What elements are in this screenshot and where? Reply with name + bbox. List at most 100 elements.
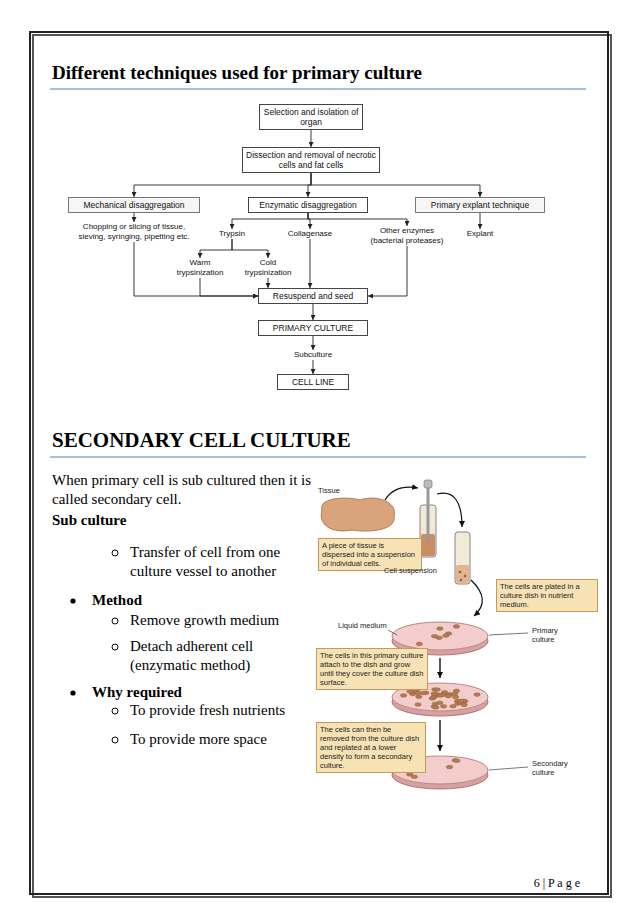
- node-text: CELL LINE: [281, 377, 345, 387]
- bullet-circle: [112, 644, 118, 650]
- leader-line: [489, 633, 528, 635]
- flow-arrow: [134, 242, 258, 296]
- step-text: Other enzymes (bacterial proteases): [364, 226, 450, 246]
- cell: [450, 704, 456, 708]
- node-text: Resuspend and seed: [262, 291, 364, 301]
- cell: [434, 688, 440, 692]
- leader-line: [489, 767, 528, 770]
- cell: [437, 627, 443, 631]
- node-text: Cold trypsinization: [240, 258, 296, 278]
- callout-box: The cells are plated in a culture dish i…: [496, 579, 598, 612]
- cell: [443, 634, 449, 638]
- node-text: Trypsin: [219, 229, 245, 239]
- flow-arrow: [311, 173, 480, 197]
- node-text: Primary explant technique: [419, 200, 541, 210]
- process-box: CELL LINE: [277, 374, 349, 390]
- leader-line: [388, 630, 397, 635]
- bullet-dot: [70, 690, 75, 695]
- bullet-text: Remove growth medium: [130, 611, 310, 630]
- flow-arrow: [313, 336, 314, 350]
- step-text: Explant: [466, 229, 495, 239]
- bullet-circle: [112, 550, 118, 556]
- figure-label: Cell suspension: [384, 566, 437, 575]
- node-text: The cells in this primary culture attach…: [320, 651, 424, 687]
- body-text: When primary cell is sub cultured then i…: [52, 471, 314, 509]
- flow-arrow: [368, 246, 407, 296]
- flow-arrow: [232, 239, 268, 258]
- figure-label: Primary culture: [532, 626, 574, 644]
- page-number: 6 | P a g e: [534, 876, 580, 890]
- step-text: Subculture: [293, 350, 333, 360]
- bullet-circle: [112, 708, 118, 714]
- flow-arrow: [313, 304, 314, 320]
- bullet-dot: [70, 598, 75, 603]
- step-text: Chopping or slicing of tissue, sieving, …: [69, 222, 199, 242]
- flow-arrow: [310, 239, 311, 288]
- test-tube: [455, 532, 470, 584]
- flow-arrow: [200, 278, 258, 296]
- cell: [459, 571, 462, 574]
- process-box: Resuspend and seed: [258, 288, 368, 304]
- bullet-text: To provide more space: [130, 730, 310, 749]
- cells: [400, 688, 480, 710]
- node-text: Chopping or slicing of tissue, sieving, …: [70, 222, 198, 242]
- bullet-text: Transfer of cell from one culture vessel…: [130, 543, 298, 581]
- bullet-heading: Sub culture: [52, 511, 126, 530]
- step-text: Collagenase: [287, 229, 333, 239]
- figure-label: Tissue: [318, 486, 340, 495]
- step-text: Cold trypsinization: [239, 258, 297, 278]
- callout-box: The cells can then be removed from the c…: [316, 722, 426, 773]
- node-text: PRIMARY CULTURE: [262, 323, 364, 333]
- bullet-circle: [112, 618, 118, 624]
- flow-arrow: [134, 213, 135, 222]
- node-text: Mechanical disaggregation: [72, 200, 196, 210]
- cells: [416, 625, 460, 646]
- cell-suspension-liquid: [456, 565, 469, 583]
- cell: [446, 765, 452, 769]
- process-box: Primary explant technique: [415, 197, 545, 213]
- cell: [474, 693, 480, 697]
- cell: [460, 579, 463, 582]
- culture-dish: [392, 622, 488, 650]
- bullet-heading: Method: [92, 591, 142, 610]
- flow-arrow: [308, 213, 407, 226]
- cell: [407, 690, 413, 694]
- step-text: Trypsin: [218, 229, 246, 239]
- process-arrow: [437, 493, 462, 527]
- node-text: The cells can then be removed from the c…: [320, 725, 422, 770]
- cell: [437, 701, 443, 705]
- cell: [415, 691, 421, 695]
- flow-arrow: [134, 173, 311, 197]
- node-text: The cells are plated in a culture dish i…: [500, 582, 594, 609]
- cell: [445, 694, 451, 698]
- cell: [437, 694, 443, 698]
- cell: [461, 703, 467, 707]
- pipette-bulb: [424, 480, 432, 488]
- flow-arrow: [200, 239, 232, 258]
- process-box: Selection and isolation of organ: [259, 104, 363, 130]
- cell: [464, 575, 467, 578]
- cell: [431, 692, 437, 696]
- flow-arrow: [311, 130, 312, 147]
- node-text: Dissection and removal of necrotic cells…: [246, 150, 376, 170]
- figure-label: Secondary culture: [532, 759, 580, 777]
- bullet-circle: [112, 737, 118, 743]
- step-text: Warm trypsinization: [171, 258, 229, 278]
- cell: [451, 692, 457, 696]
- cell: [415, 703, 421, 707]
- flow-arrow: [232, 213, 308, 229]
- cell: [453, 625, 459, 629]
- tissue-piece: [321, 498, 394, 531]
- process-arrow: [471, 580, 482, 616]
- pipette: [427, 486, 430, 542]
- node-text: Explant: [467, 229, 494, 239]
- cell: [431, 634, 437, 638]
- cell: [440, 705, 446, 709]
- flow-arrow: [313, 360, 314, 374]
- page-border-shadow: [33, 35, 611, 897]
- node-text: A piece of tissue is dispersed into a su…: [322, 541, 418, 568]
- bullet-heading: Why required: [92, 683, 182, 702]
- callout-box: The cells in this primary culture attach…: [316, 648, 428, 690]
- flow-arrow: [268, 278, 269, 288]
